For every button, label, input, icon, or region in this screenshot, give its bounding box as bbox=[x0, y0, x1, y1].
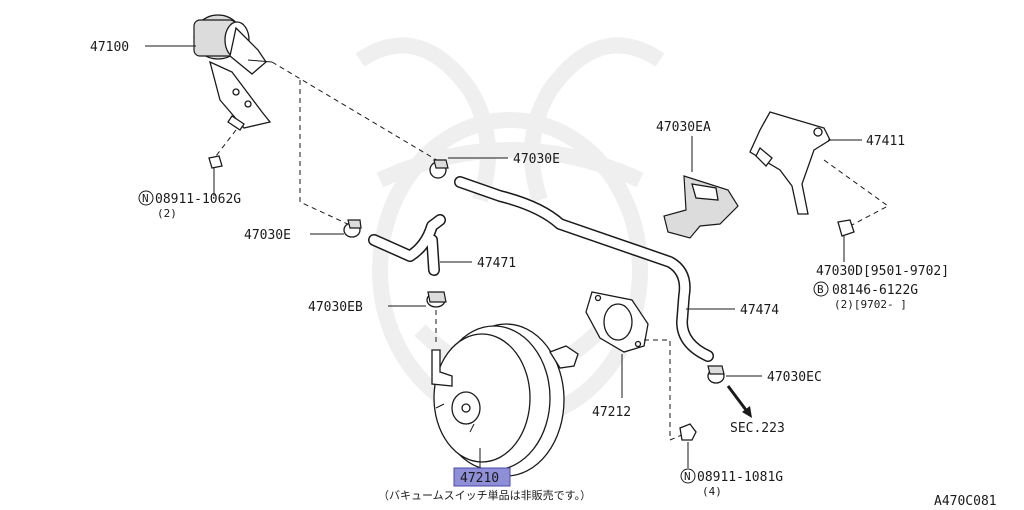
part-47474-hose[interactable] bbox=[454, 176, 714, 362]
label-47030E-left[interactable]: 47030E bbox=[244, 228, 291, 243]
part-47030EA-bracket[interactable] bbox=[663, 175, 739, 239]
part-47030D-bolt[interactable] bbox=[837, 219, 855, 237]
label-47210[interactable]: 47210 bbox=[460, 471, 499, 486]
part-47030EC-clamp[interactable] bbox=[707, 365, 725, 384]
n2-qty: (4) bbox=[702, 485, 722, 498]
nut-08911-1081G[interactable] bbox=[679, 423, 697, 441]
fastener-n1-label[interactable]: N 08911-1062G (2) bbox=[138, 190, 241, 220]
bolt-08911-1062G[interactable] bbox=[208, 115, 245, 169]
part-47030E-clamp-top[interactable] bbox=[429, 159, 449, 179]
part-47411-bracket[interactable] bbox=[749, 111, 831, 215]
fastener-n2-label[interactable]: N 08911-1081G (4) bbox=[680, 468, 783, 498]
b-code: 08146-6122G bbox=[832, 283, 918, 298]
dash-tank-to-clamp-left bbox=[299, 80, 353, 227]
label-47030EB[interactable]: 47030EB bbox=[308, 300, 363, 315]
highlight-47210 bbox=[453, 467, 511, 487]
label-sec-223[interactable]: SEC.223 bbox=[730, 421, 785, 436]
dash-47411-bolt bbox=[823, 159, 889, 227]
label-47474[interactable]: 47474 bbox=[740, 303, 779, 318]
b-symbol: B bbox=[817, 283, 824, 296]
footnote-text: （バキュームスイッチ単品は非販売です。） bbox=[378, 488, 591, 502]
n2-code: 08911-1081G bbox=[697, 470, 783, 485]
b-qty: (2)[9702- ] bbox=[834, 298, 907, 311]
label-47030E-top[interactable]: 47030E bbox=[513, 152, 560, 167]
label-47212[interactable]: 47212 bbox=[592, 405, 631, 420]
label-47030EA[interactable]: 47030EA bbox=[656, 120, 711, 135]
dash-tank-bolt bbox=[215, 129, 237, 157]
n1-code: 08911-1062G bbox=[155, 192, 241, 207]
label-47030D[interactable]: 47030D[9501-9702] bbox=[816, 264, 949, 279]
label-47411[interactable]: 47411 bbox=[866, 134, 905, 149]
fastener-b-label[interactable]: B 08146-6122G (2)[9702- ] bbox=[813, 281, 918, 311]
part-47030EB-clamp[interactable] bbox=[426, 291, 447, 308]
part-47100-vacuum-tank[interactable] bbox=[193, 14, 273, 129]
n1-qty: (2) bbox=[157, 207, 177, 220]
dash-gasket-nut bbox=[644, 339, 685, 441]
n2-symbol: N bbox=[684, 470, 691, 483]
n1-symbol: N bbox=[142, 192, 149, 205]
part-47210-brake-booster[interactable] bbox=[431, 323, 579, 477]
part-47212-gasket[interactable] bbox=[585, 291, 649, 353]
diagram-id: A470C081 bbox=[934, 494, 997, 509]
part-47030E-clamp-left[interactable] bbox=[343, 219, 362, 238]
label-47030EC[interactable]: 47030EC bbox=[767, 370, 822, 385]
dash-tank-to-clamp-top bbox=[271, 61, 441, 163]
label-47471[interactable]: 47471 bbox=[477, 256, 516, 271]
arrow-sec-223 bbox=[726, 385, 752, 418]
part-47471-hose[interactable] bbox=[368, 214, 446, 276]
label-47100[interactable]: 47100 bbox=[90, 40, 129, 55]
